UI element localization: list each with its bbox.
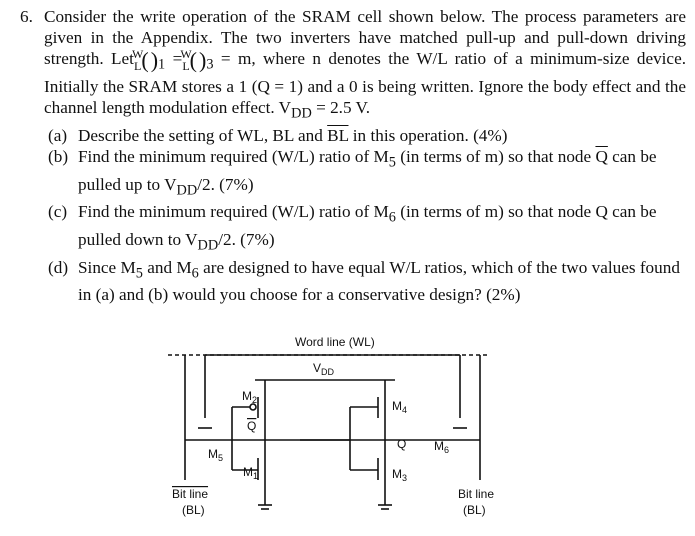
part-a: (a)Describe the setting of WL, BL and BL… [48,125,508,145]
question-6: 6. Consider the write operation of the SR… [10,6,686,306]
intro-text-1: Consider the write operation of the SRAM… [44,7,686,69]
bitline-left-sub-label: (BL) [182,503,205,517]
word-line-label: Word line (WL) [295,335,375,349]
q-label: Q [397,437,406,451]
m6-label: M6 [434,439,449,455]
qbar-label: Q [247,419,256,433]
m2-label: M2 [242,389,257,405]
m4-label: M4 [392,399,407,415]
question-intro: 6. Consider the write operation of the SR… [20,7,686,122]
m3-label: M3 [392,467,407,483]
question-number: 6. [20,7,33,26]
bitline-right-label: Bit line [458,487,494,501]
m1-label: M1 [243,465,258,481]
part-b: (b)Find the minimum required (W/L) ratio… [48,147,657,199]
vdd-label: VDD [313,361,335,377]
m5-label: M5 [208,447,223,463]
bitline-right-sub-label: (BL) [463,503,486,517]
part-c: (c)Find the minimum required (W/L) ratio… [48,202,657,254]
intro-text-3: = 2.5 V. [311,98,371,118]
question-parts: (a)Describe the setting of WL, BL and BL… [10,125,686,306]
part-d: (d)Since M5 and M6 are designed to have … [48,257,680,305]
bitline-left-label: Bit line [172,487,208,501]
intro-text-2: = m, where n denotes the W/L ratio of a … [44,49,686,118]
